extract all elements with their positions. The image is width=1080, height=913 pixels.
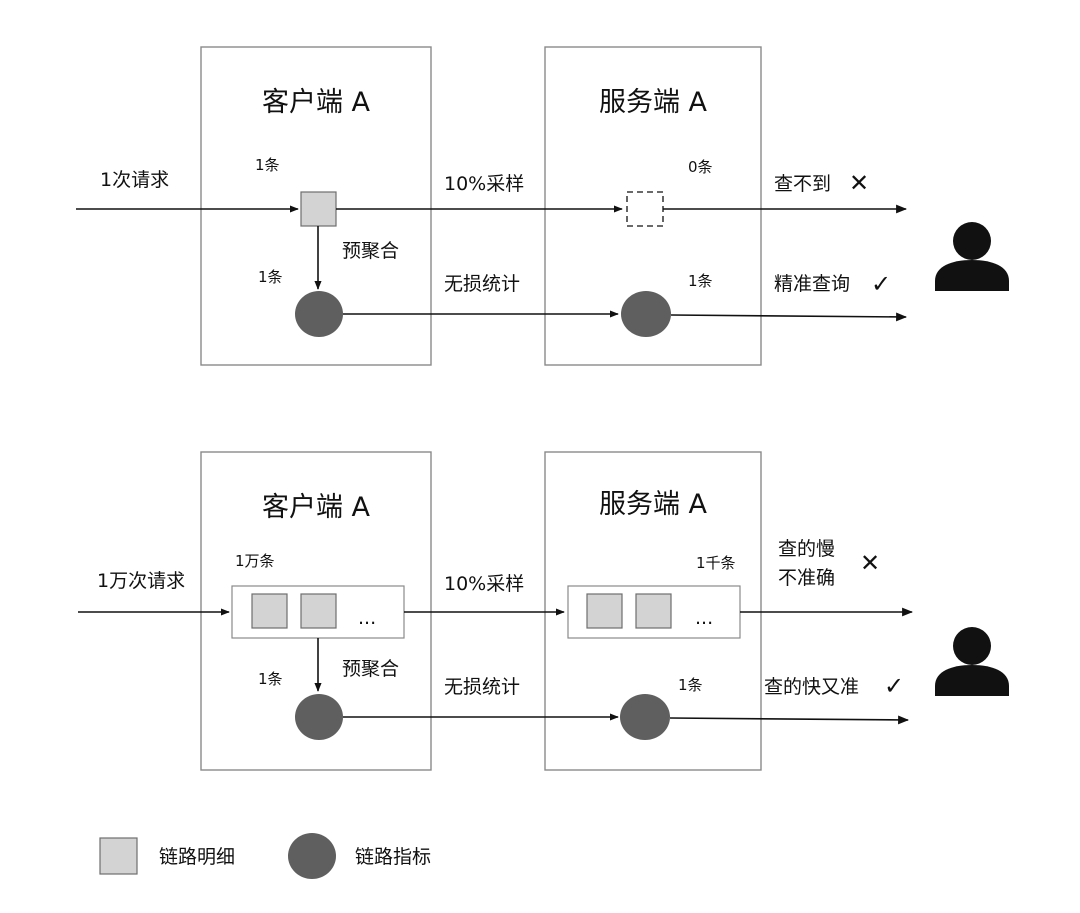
bottom-request-label: 1万次请求 [97,570,185,592]
bottom-lossless-label: 无损统计 [444,676,520,698]
bottom-result-detail-line1: 查的慢 [778,538,835,560]
bottom-ok-icon: ✓ [884,672,904,700]
bottom-client-detail-count: 1万条 [235,552,275,570]
bottom-diagram: 客户端 A 服务端 A 1万次请求 1万条 ... 10%采样 1千条 ... … [78,451,1009,771]
legend-detail-swatch [99,837,138,875]
bottom-server-title: 服务端 A [599,489,708,520]
top-server-detail-count: 0条 [688,158,713,176]
bottom-client-detail-square [300,593,337,629]
bottom-server-detail-square [635,593,672,629]
top-lossless-label: 无损统计 [444,273,520,295]
bottom-client-metric-circle [295,694,343,740]
bottom-server-metric-count: 1条 [678,676,703,694]
bottom-client-title: 客户端 A [262,492,371,523]
top-client-detail-square [300,191,337,227]
bottom-server-metric-circle [620,694,670,740]
bottom-client-metric-count: 1条 [258,670,283,688]
bottom-user-icon [935,627,1009,696]
top-client-detail-count: 1条 [255,156,280,174]
top-client-metric-count: 1条 [258,268,283,286]
legend-metric-label: 链路指标 [355,846,431,868]
top-server-metric-count: 1条 [688,272,713,290]
top-preagg-label: 预聚合 [342,240,399,262]
top-fail-icon: ✕ [849,169,869,197]
top-server-title: 服务端 A [599,87,708,118]
top-result-detail: 查不到 [774,173,831,195]
bottom-fail-icon: ✕ [860,549,880,577]
top-ok-icon: ✓ [871,270,891,298]
bottom-server-detail-count: 1千条 [696,554,736,572]
top-client-metric-circle [295,291,343,337]
bottom-sampling-label: 10%采样 [444,573,524,595]
legend: 链路明细 链路指标 [99,833,431,879]
bottom-server-ellipsis: ... [695,607,713,629]
bottom-metric-output-arrow [669,715,910,725]
legend-detail-label: 链路明细 [159,846,235,868]
legend-metric-swatch [288,833,336,879]
top-server-metric-circle [621,291,671,337]
top-client-title: 客户端 A [262,87,371,118]
top-diagram: 客户端 A 服务端 A 1次请求 1条 10%采样 0条 查不到 ✕ 预聚合 1… [76,46,1009,366]
bottom-client-detail-square [251,593,288,629]
bottom-preagg-label: 预聚合 [342,658,399,680]
bottom-result-metric: 查的快又准 [764,676,859,698]
bottom-client-ellipsis: ... [358,607,376,629]
top-result-metric: 精准查询 [774,273,850,295]
top-user-icon [935,222,1009,291]
top-request-label: 1次请求 [100,169,169,191]
bottom-result-detail-line2: 不准确 [778,567,835,589]
bottom-server-detail-square [586,593,623,629]
top-metric-output-arrow [670,312,908,322]
top-server-detail-missing [626,191,664,227]
top-sampling-label: 10%采样 [444,173,524,195]
